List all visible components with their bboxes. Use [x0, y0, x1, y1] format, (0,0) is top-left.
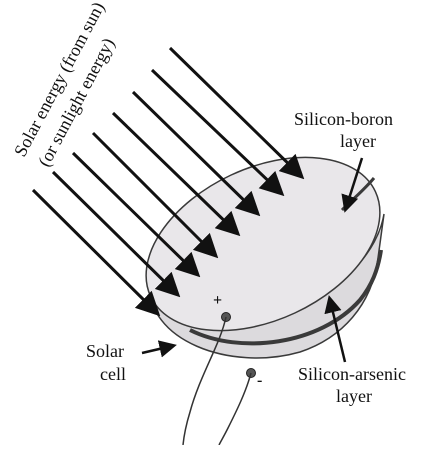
sunlight-ray-arrow [51, 170, 181, 298]
silicon-boron-pointer-arrow [341, 157, 364, 213]
sunlight-ray-arrow [168, 46, 305, 180]
terminals: + - [182, 292, 262, 446]
negative-wire [218, 372, 252, 446]
sunlight-ray-arrow [111, 111, 241, 237]
sunlight-ray-arrow [91, 131, 219, 259]
silicon-boron-label-line1: Silicon-boron [294, 109, 393, 129]
sunlight-rays [31, 46, 305, 317]
positive-wire [182, 316, 227, 446]
positive-terminal-sign: + [213, 292, 222, 309]
silicon-arsenic-label-line2: layer [336, 386, 372, 406]
negative-terminal-sign: - [257, 372, 262, 389]
layer-boundary-line [189, 249, 383, 346]
sunlight-ray-arrow [71, 151, 201, 278]
solar-cell-pointer-arrow [141, 340, 177, 358]
silicon-arsenic-pointer-arrow [324, 295, 347, 363]
silicon-boron-label-line2: layer [340, 131, 376, 151]
solar-cell-label-line1: Solar [86, 341, 124, 361]
sunlight-ray-arrow [131, 90, 261, 217]
solar-cell-label-line2: cell [100, 364, 126, 384]
sunlight-ray-arrow [31, 188, 161, 317]
sunlight-ray-arrow [150, 68, 285, 197]
silicon-arsenic-label-line1: Silicon-arsenic [298, 364, 406, 384]
